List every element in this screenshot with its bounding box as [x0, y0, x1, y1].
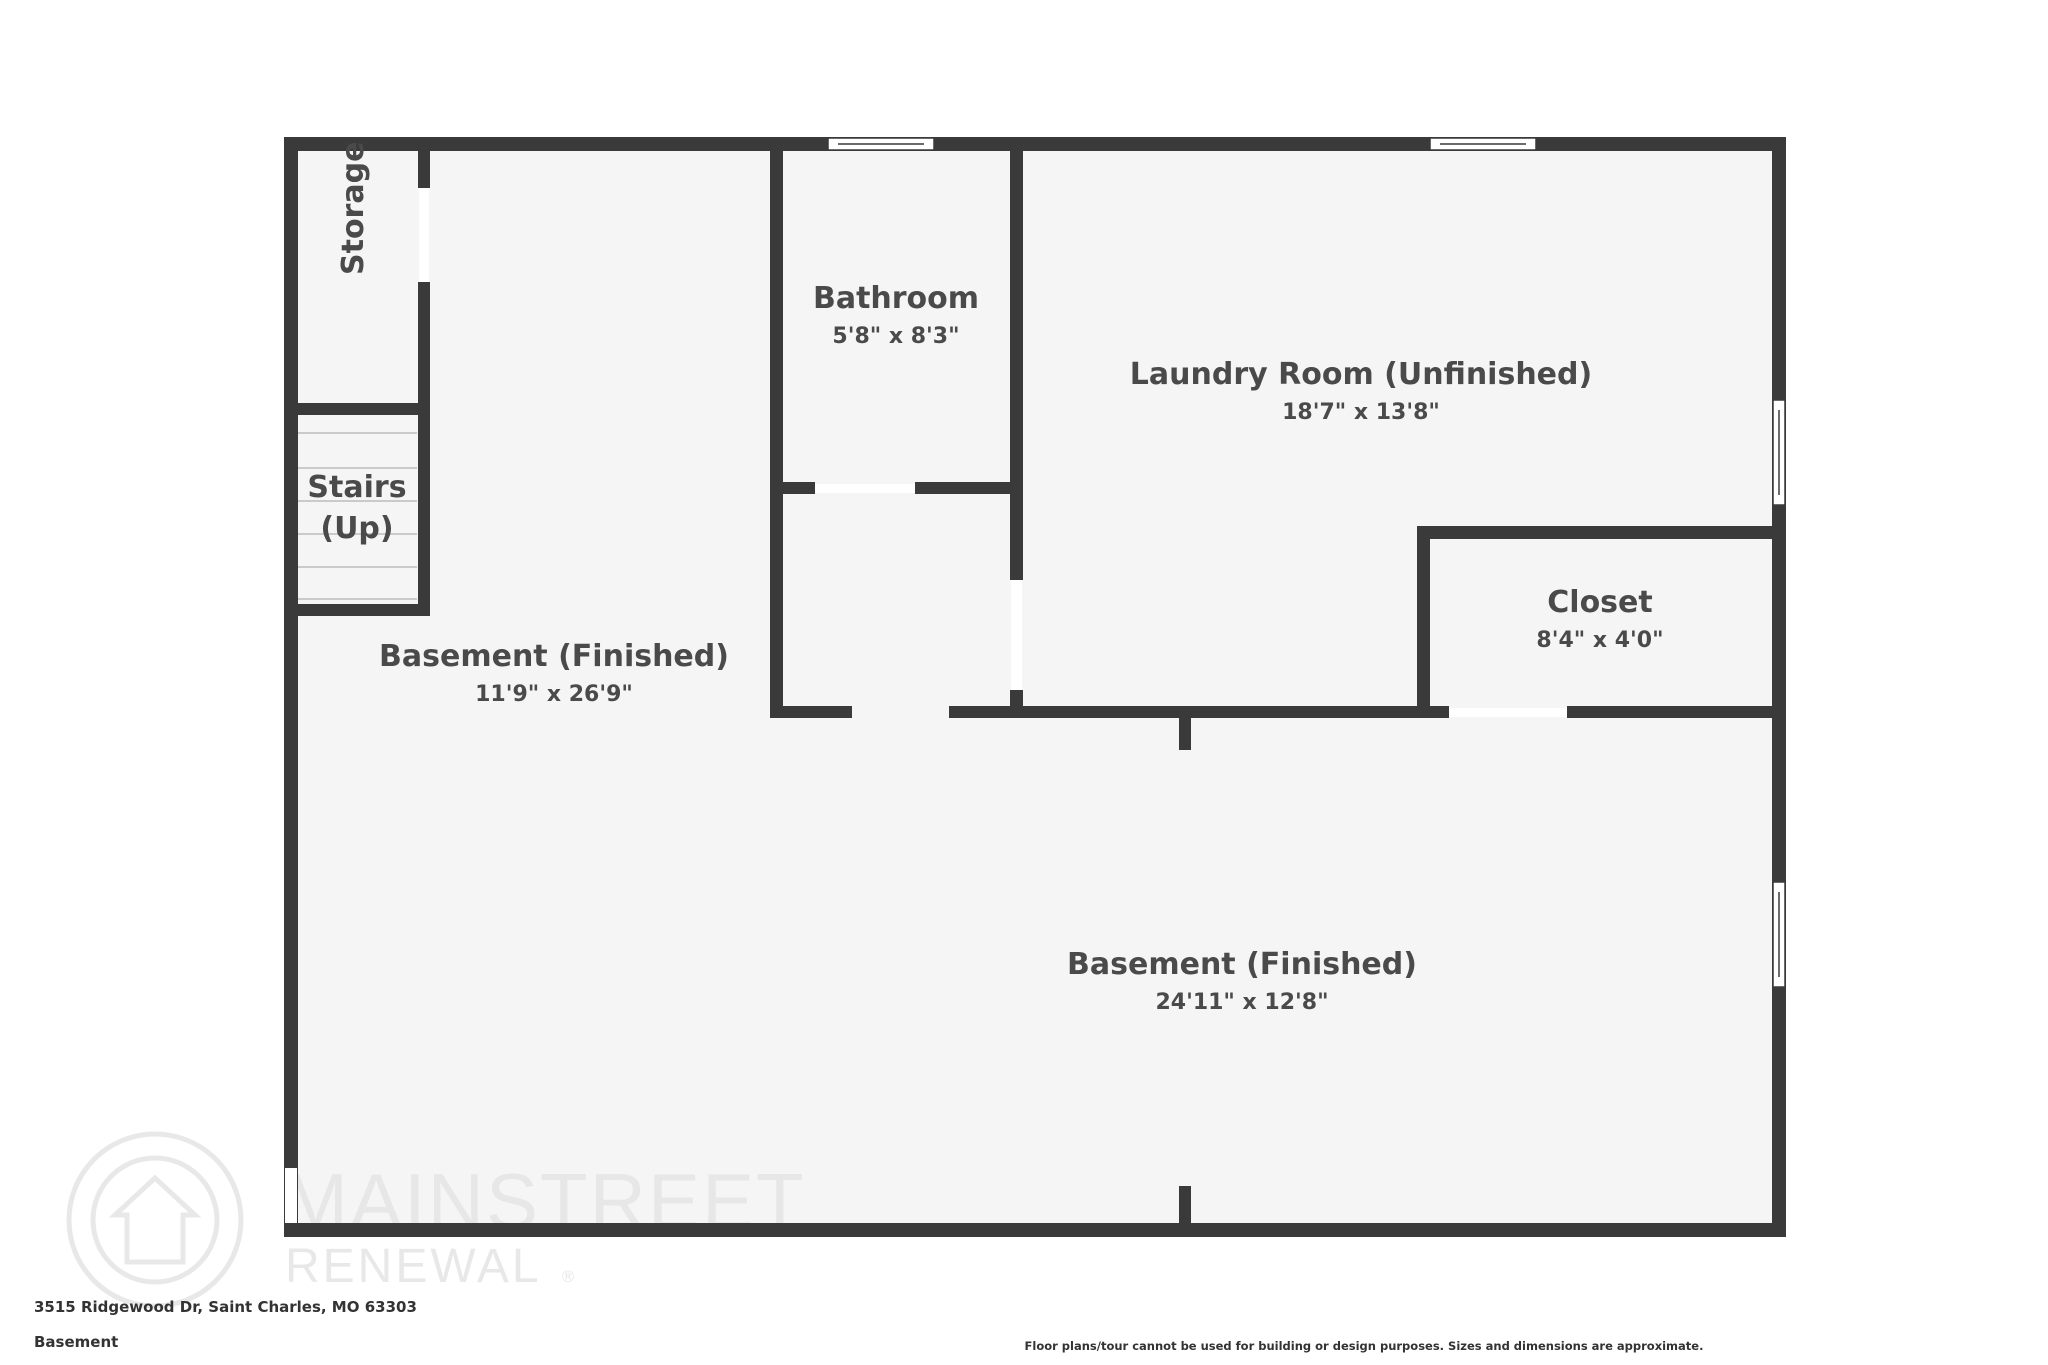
room-dims-bathroom: 5'8" x 8'3" — [832, 324, 959, 349]
watermark-brand-line2: RENEWAL — [285, 1240, 542, 1293]
door-laundry — [1011, 580, 1022, 690]
room-dims-closet: 8'4" x 4'0" — [1536, 628, 1663, 653]
room-dims-basement-south: 24'11" x 12'8" — [1155, 990, 1328, 1015]
floor-level-label: Basement — [34, 1333, 119, 1351]
svg-text:®: ® — [560, 1267, 576, 1286]
door-bathroom — [815, 484, 915, 493]
room-name-stairs-direction: (Up) — [320, 511, 393, 546]
disclaimer-wrapper: Floor plans/tour cannot be used for buil… — [0, 1339, 2048, 1353]
door-closet — [1449, 708, 1567, 717]
room-labels: Storage Stairs (Up) Bathroom 5'8" x 8'3"… — [307, 142, 1663, 1015]
room-name-basement-west: Basement (Finished) — [379, 639, 729, 674]
door-openings — [285, 188, 1567, 1223]
windows — [827, 137, 1786, 988]
stairs-treads — [296, 432, 417, 600]
property-address: 3515 Ridgewood Dr, Saint Charles, MO 633… — [34, 1298, 417, 1316]
room-name-storage: Storage — [336, 142, 371, 275]
room-name-bathroom: Bathroom — [813, 281, 979, 316]
door-storage — [419, 188, 429, 282]
floor-area — [290, 143, 1780, 1230]
disclaimer-text: Floor plans/tour cannot be used for buil… — [1024, 1339, 1704, 1353]
room-dims-basement-west: 11'9" x 26'9" — [475, 682, 633, 707]
door-exterior-left — [285, 1168, 297, 1223]
room-name-stairs: Stairs — [307, 470, 406, 505]
mainstreet-logo-watermark: MAINSTREET RENEWAL ® — [66, 1131, 804, 1309]
room-name-closet: Closet — [1547, 585, 1652, 620]
room-name-laundry: Laundry Room (Unfinished) — [1130, 357, 1592, 392]
room-name-basement-south: Basement (Finished) — [1067, 947, 1417, 982]
room-dims-laundry: 18'7" x 13'8" — [1282, 400, 1440, 425]
